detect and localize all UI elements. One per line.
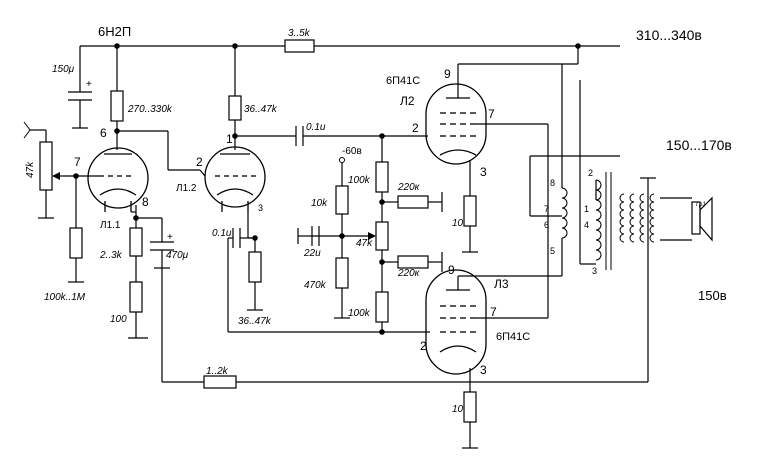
label-tr-7: 7 <box>544 204 549 214</box>
volume-pot <box>39 141 53 191</box>
label-supply-mid: 150...170в <box>666 137 732 153</box>
label-r-feedback: 1..2k <box>206 366 229 377</box>
resistor-100k-a <box>375 161 389 193</box>
tube-l12 <box>204 146 266 208</box>
resistor-cath-l2 <box>463 195 477 227</box>
label-r-cath-l2: 10 <box>452 218 464 229</box>
resistor-470k <box>335 257 349 289</box>
resistor-anode2 <box>228 95 242 121</box>
label-c-coupling-top: 0.1u <box>306 122 326 133</box>
label-r-cathode-l12: 36..47k <box>238 316 272 327</box>
label-tube-l3: Л3 <box>494 277 509 291</box>
resistor-100 <box>129 281 143 313</box>
label-r-top: 3..5k <box>288 28 311 39</box>
label-pin-2-l3: 2 <box>420 339 427 353</box>
feedback-loop <box>161 268 648 389</box>
label-r-cathode1: 2..3k <box>99 250 123 261</box>
label-tube-type-l3: 6П41С <box>496 331 530 343</box>
label-tr-5: 5 <box>550 246 555 256</box>
resistor-feedback <box>203 375 237 389</box>
label-tr-8: 8 <box>550 178 555 188</box>
label-pin-7-l2: 7 <box>488 107 495 121</box>
label-r-100k-b: 100k <box>348 308 371 319</box>
svg-text:+: + <box>86 79 92 90</box>
label-pin-7-l3: 7 <box>490 305 497 319</box>
label-pin-8: 8 <box>142 195 149 209</box>
label-tube-l12: Л1.2 <box>176 183 197 194</box>
label-r-470k: 470k <box>304 280 327 291</box>
label-supply-high: 310...340в <box>636 27 702 43</box>
label-speaker: Гр1 <box>696 202 706 208</box>
bias-network <box>297 133 443 332</box>
label-pin-9-l2: 9 <box>444 67 451 81</box>
label-pin-2-l12: 2 <box>196 155 203 169</box>
label-tr-2: 2 <box>588 168 593 178</box>
label-pin-3-l3: 3 <box>480 363 487 377</box>
text-labels: 6Н2П 310...340в 150...170в 150в 3..5k 15… <box>25 24 732 415</box>
speaker-cone <box>699 196 713 242</box>
resistor-anode1 <box>110 90 124 122</box>
label-tr-6: 6 <box>544 220 549 230</box>
label-c-filter: 150μ <box>52 64 75 75</box>
label-pin-3-l12: 3 <box>258 203 263 213</box>
label-pin-2-l2: 2 <box>412 121 419 135</box>
label-r-anode1: 270..330k <box>127 104 173 115</box>
label-pin-7-left: 7 <box>74 155 81 169</box>
label-tube-l2: Л2 <box>400 94 415 108</box>
label-r-anode2: 36..47k <box>244 104 278 115</box>
stage-l3 <box>425 124 562 449</box>
resistor-cath-l3 <box>463 391 477 423</box>
label-tr-4: 4 <box>584 220 589 230</box>
tube-l3 <box>425 269 487 375</box>
resistor-100k-b <box>375 291 389 323</box>
label-r-220k-a: 220к <box>397 182 421 193</box>
label-pin-1: 1 <box>226 132 233 146</box>
bias-pot <box>375 221 389 251</box>
label-r-220k-b: 220к <box>397 268 421 279</box>
label-pin-6: 6 <box>100 126 107 140</box>
label-bias-neg: -60в <box>342 146 362 157</box>
label-r-cath-l3: 10 <box>452 404 464 415</box>
resistor-grid-leak <box>69 227 83 259</box>
resistor-220k-b <box>397 255 429 269</box>
resistor-cathode-l12 <box>248 251 262 283</box>
label-pin-3-l2: 3 <box>480 165 487 179</box>
stage-l12 <box>199 46 430 335</box>
label-r-grid-leak: 100k..1M <box>44 292 86 303</box>
output-transformer <box>529 64 713 382</box>
stage-l2 <box>425 46 579 253</box>
resistor-cathode1 <box>129 227 143 257</box>
label-pot-47k-bias: 47k <box>356 238 373 249</box>
label-tube-l11: Л1.1 <box>100 220 121 231</box>
label-c-coupling-bot: 0.1u <box>212 228 232 239</box>
label-supply-low: 150в <box>698 288 727 303</box>
label-tr-3: 3 <box>592 266 597 276</box>
label-r-10k: 10k <box>311 198 328 209</box>
label-tr-1: 1 <box>584 204 589 214</box>
label-c-22u: 22u <box>303 248 321 259</box>
label-r-100k-a: 100k <box>348 175 371 186</box>
svg-text:+: + <box>167 232 173 243</box>
label-pot-volume: 47k <box>25 161 36 178</box>
label-tube-type-top: 6Н2П <box>98 24 131 39</box>
label-pin-9-l3: 9 <box>448 263 455 277</box>
resistor-220k-a <box>397 195 429 209</box>
label-r-100: 100 <box>110 314 127 325</box>
resistor-top <box>284 39 315 53</box>
label-c-cathode1: 470μ <box>166 250 189 261</box>
label-tube-type-l2: 6П41С <box>386 75 420 87</box>
tube-l11 <box>87 147 149 209</box>
stage-l11: + <box>23 46 200 339</box>
resistor-10k <box>335 185 349 215</box>
